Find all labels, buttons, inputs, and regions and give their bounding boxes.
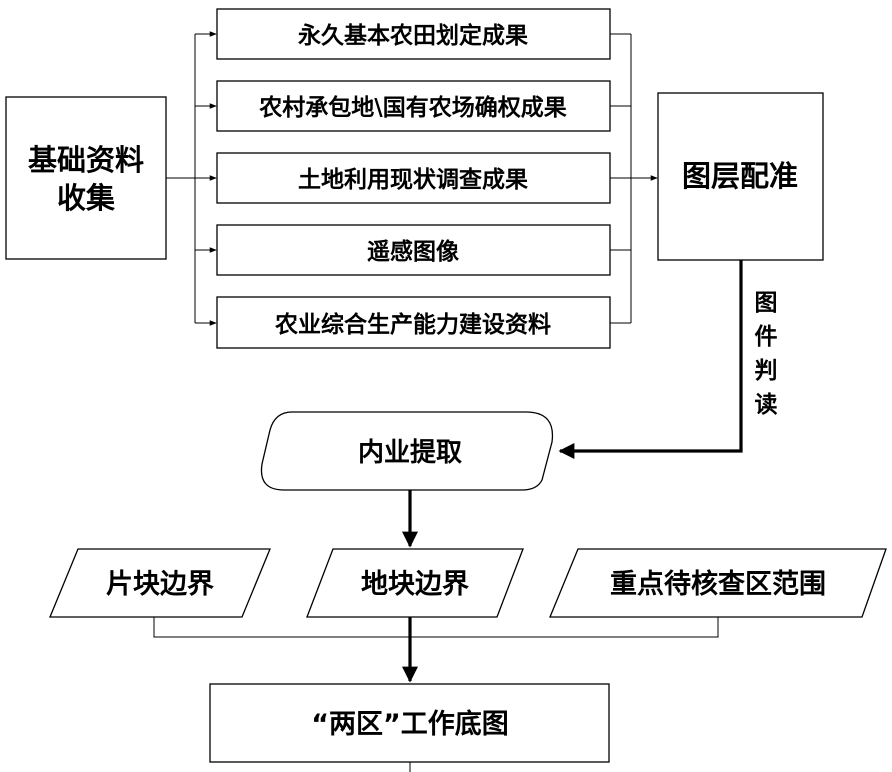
interpretation-label: 图 件 判 读 bbox=[755, 290, 778, 418]
source-node-3: 土地利用现状调查成果 bbox=[216, 152, 611, 204]
merge-connector bbox=[153, 617, 719, 683]
collection-box bbox=[5, 96, 167, 260]
final-node: “两区”工作底图 bbox=[209, 683, 610, 763]
output-node-3: 重点待核查区范围 bbox=[549, 548, 887, 618]
fanout-connector bbox=[166, 31, 217, 326]
registration-node: 图层配准 bbox=[657, 92, 824, 261]
interpretation-char-2: 件 bbox=[755, 324, 778, 350]
source-node-2: 农村承包地\国有农场确权成果 bbox=[216, 80, 611, 132]
extraction-shape bbox=[260, 411, 554, 491]
interpretation-char-3: 判 bbox=[755, 358, 778, 384]
output-label-3: 重点待核查区范围 bbox=[610, 568, 826, 600]
output-nodes: 片块边界 地块边界 重点待核查区范围 bbox=[49, 548, 887, 618]
output-node-2: 地块边界 bbox=[306, 548, 524, 618]
extraction-label: 内业提取 bbox=[358, 438, 462, 468]
registration-label: 图层配准 bbox=[682, 159, 798, 193]
source-box-5 bbox=[216, 296, 611, 349]
source-box-1 bbox=[216, 8, 611, 60]
collection-node: 基础资料 收集 bbox=[5, 96, 167, 260]
output-shape-2 bbox=[306, 548, 524, 618]
registration-to-extraction-arrow bbox=[558, 260, 743, 459]
output-label-2: 地块边界 bbox=[361, 569, 469, 600]
output-shape-1 bbox=[49, 548, 271, 618]
final-box bbox=[209, 683, 610, 763]
source-label-3: 土地利用现状调查成果 bbox=[298, 166, 528, 193]
interpretation-char-1: 图 bbox=[755, 290, 778, 316]
source-node-5: 农业综合生产能力建设资料 bbox=[216, 296, 611, 349]
output-shape-3 bbox=[549, 548, 887, 618]
merge-bracket-line bbox=[153, 617, 719, 638]
collection-label-line2: 收集 bbox=[57, 181, 116, 215]
source-label-2: 农村承包地\国有农场确权成果 bbox=[258, 94, 566, 121]
source-node-4: 遥感图像 bbox=[216, 224, 611, 276]
source-label-4: 遥感图像 bbox=[367, 238, 460, 265]
source-label-5: 农业综合生产能力建设资料 bbox=[274, 311, 551, 338]
source-node-1: 永久基本农田划定成果 bbox=[216, 8, 611, 60]
collection-label-line1: 基础资料 bbox=[28, 143, 144, 177]
output-label-1: 片块边界 bbox=[106, 569, 214, 600]
source-label-1: 永久基本农田划定成果 bbox=[298, 22, 528, 49]
source-nodes: 永久基本农田划定成果 农村承包地\国有农场确权成果 土地利用现状调查成果 遥感图… bbox=[216, 8, 611, 349]
source-box-3 bbox=[216, 152, 611, 204]
interpretation-char-4: 读 bbox=[755, 392, 778, 418]
output-node-1: 片块边界 bbox=[49, 548, 271, 618]
source-box-2 bbox=[216, 80, 611, 132]
source-box-4 bbox=[216, 224, 611, 276]
fanin-connector bbox=[610, 33, 658, 324]
registration-box bbox=[657, 92, 824, 261]
final-label: “两区”工作底图 bbox=[311, 708, 509, 740]
extraction-node: 内业提取 bbox=[260, 411, 554, 491]
